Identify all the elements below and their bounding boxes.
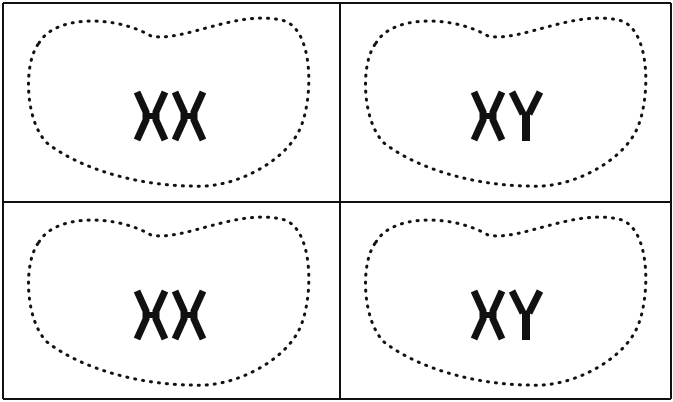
chromosome-grid-diagram bbox=[0, 0, 673, 402]
